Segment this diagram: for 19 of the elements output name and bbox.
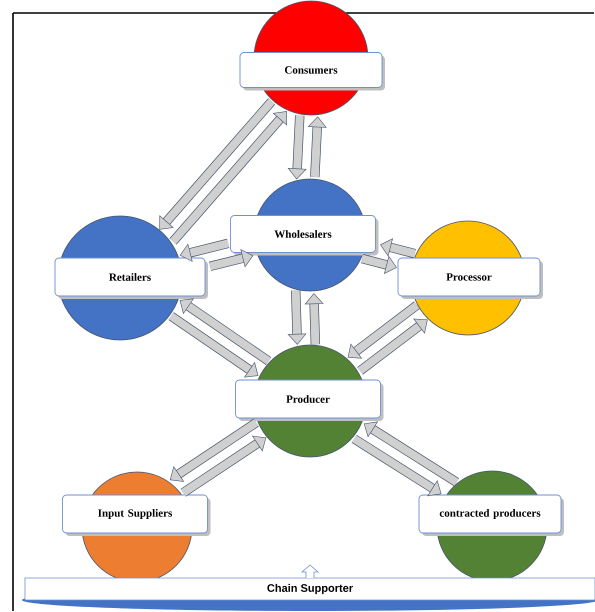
block-arrow bbox=[364, 421, 460, 486]
block-arrow bbox=[180, 436, 266, 497]
block-arrow bbox=[169, 111, 288, 245]
label-box: Chain Supporter bbox=[24, 578, 595, 600]
block-arrow bbox=[159, 98, 276, 230]
label-box: Wholesalers bbox=[230, 215, 376, 253]
label-box: contracted producers bbox=[418, 494, 562, 534]
label-box: Processor bbox=[398, 258, 540, 296]
block-arrow bbox=[208, 248, 254, 271]
block-arrow bbox=[357, 318, 428, 375]
block-arrow bbox=[348, 301, 420, 359]
label-box: Input Suppliers bbox=[62, 494, 208, 534]
block-arrow bbox=[170, 418, 259, 482]
block-arrow bbox=[380, 238, 416, 258]
block-arrow bbox=[288, 115, 307, 180]
label-box: Retailers bbox=[54, 258, 206, 296]
label-box: Consumers bbox=[240, 52, 382, 88]
label-box: Producer bbox=[235, 380, 381, 418]
block-arrow bbox=[180, 238, 230, 262]
